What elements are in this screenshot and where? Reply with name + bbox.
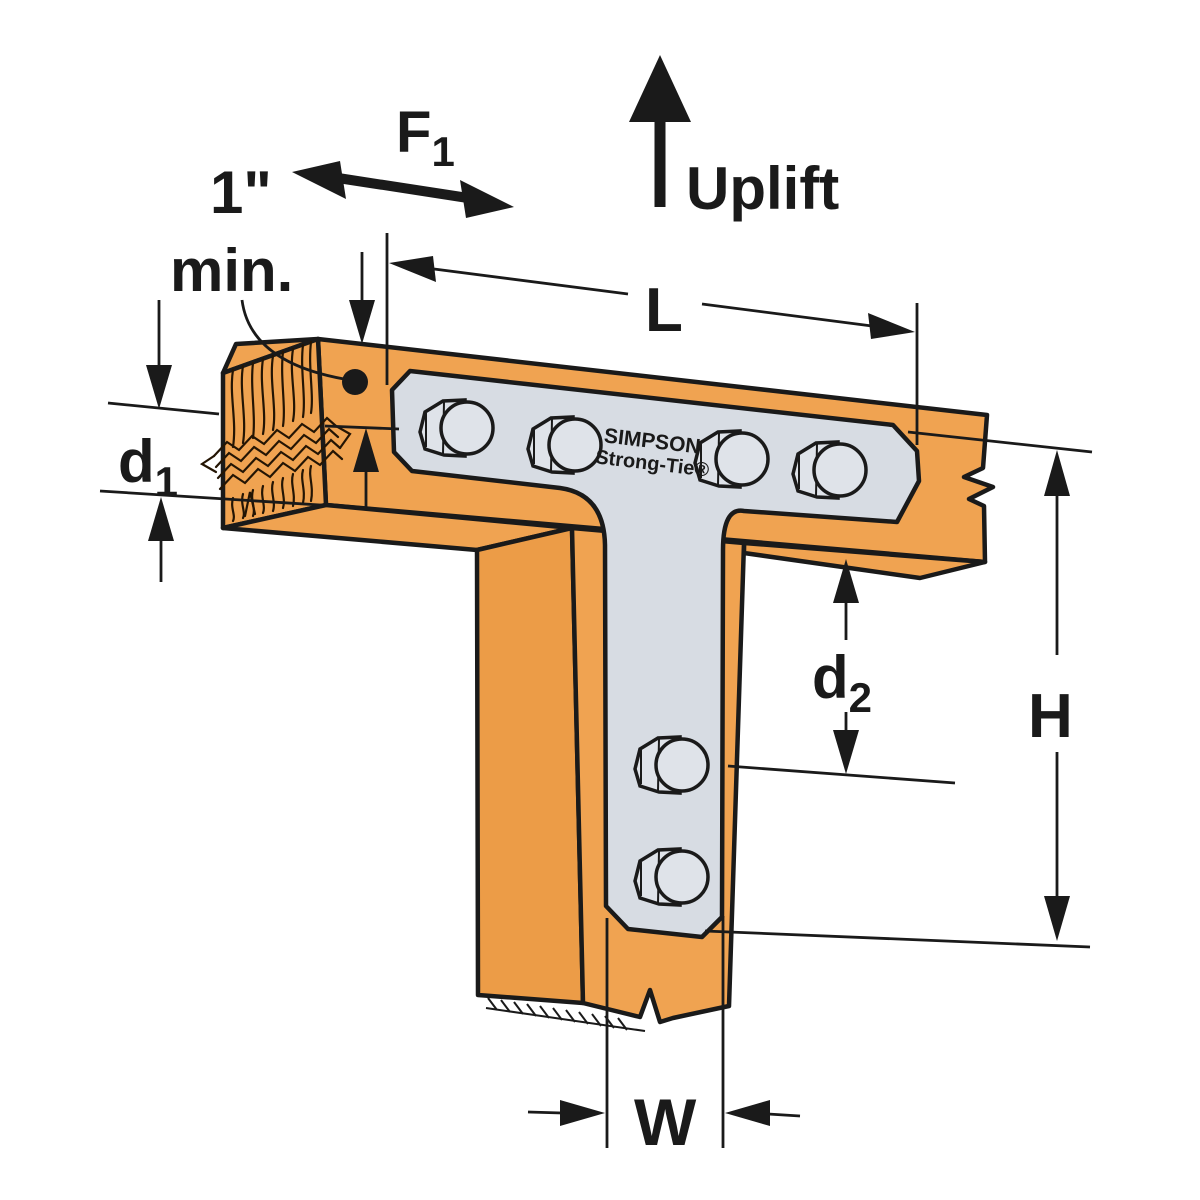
dimension-edge-distance: 1" min. — [170, 159, 400, 510]
t-strap-plate — [389, 368, 922, 940]
leader-curve — [240, 299, 345, 381]
label-d1: d1 — [118, 428, 178, 505]
post-bottom-break — [485, 997, 646, 1032]
dimension-d1: d1 — [99, 300, 368, 582]
bolt-group — [418, 398, 868, 907]
label-f1: F1 — [396, 100, 455, 175]
post-side-face — [474, 525, 586, 1006]
label-d2: d2 — [812, 644, 872, 721]
t-strap-outline — [389, 368, 922, 940]
hex-bolt — [526, 415, 603, 475]
label-H: H — [1028, 682, 1073, 751]
label-L: L — [645, 276, 683, 345]
label-uplift: Uplift — [686, 155, 839, 222]
hex-bolt — [693, 429, 770, 489]
fastener-dot — [342, 369, 368, 395]
dimension-H: H — [704, 430, 1093, 949]
dimension-f1-force: F1 — [292, 100, 514, 218]
dimension-L: L — [385, 233, 919, 445]
dimension-W: W — [527, 916, 801, 1159]
label-min: min. — [170, 237, 293, 304]
hex-bolt — [418, 398, 495, 458]
dimension-uplift: Uplift — [629, 55, 839, 222]
label-W: W — [634, 1085, 697, 1159]
hex-bolt — [633, 735, 710, 795]
label-one-inch: 1" — [210, 159, 272, 226]
beam-break-band — [199, 416, 352, 491]
dimension-d2: d2 — [727, 559, 956, 785]
hex-bolt — [633, 847, 710, 907]
hex-bolt — [791, 440, 868, 500]
